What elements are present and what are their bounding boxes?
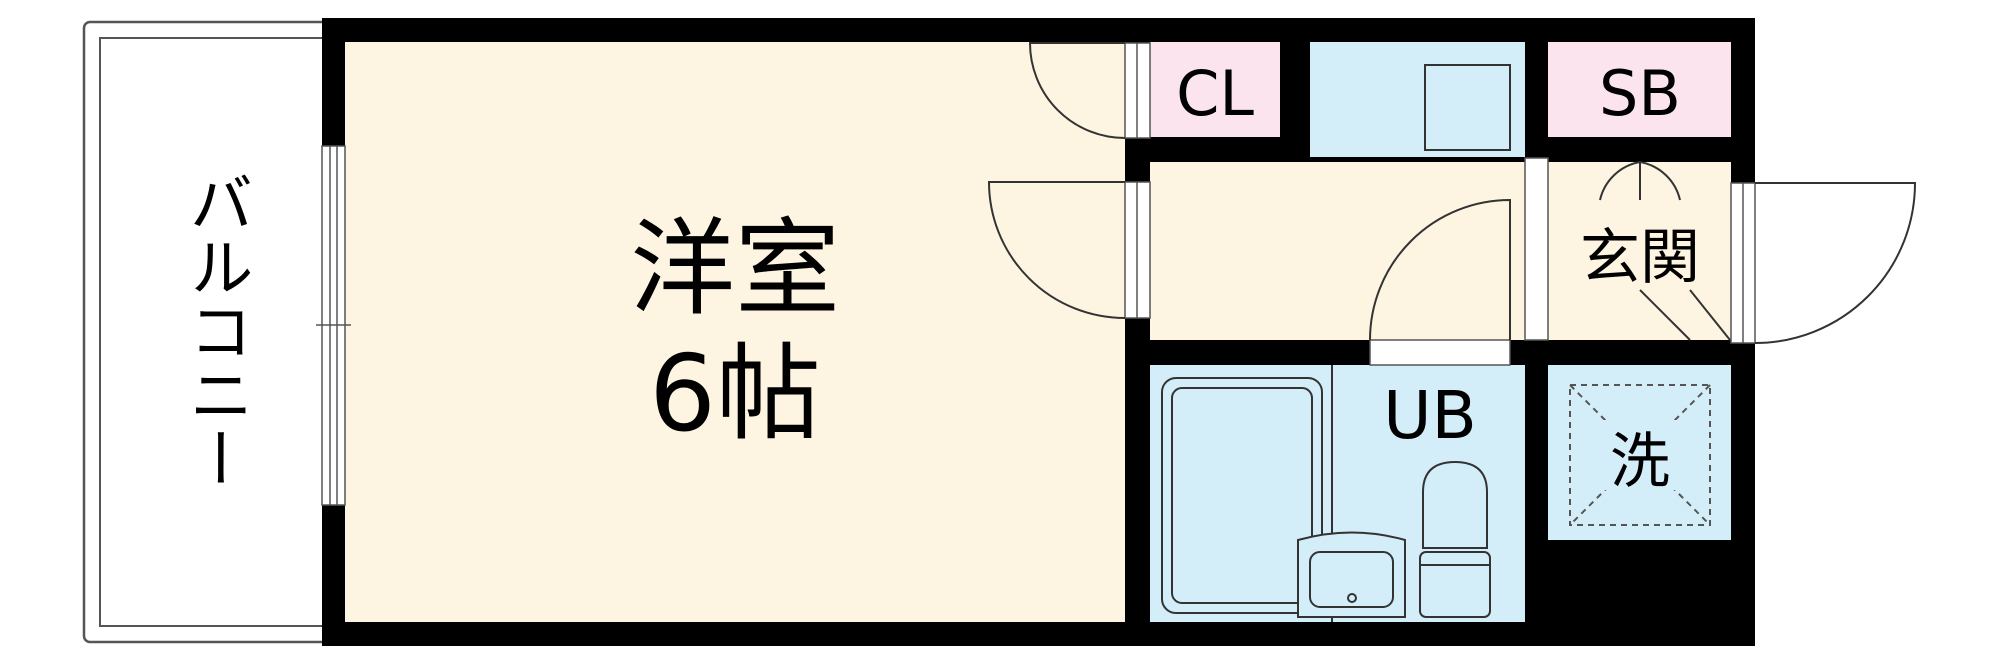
bath-fixtures	[1161, 365, 1491, 622]
entrance-step-a	[1639, 289, 1691, 341]
wall-kitchen-bottom	[1310, 157, 1525, 162]
room-name-shoebox: SB	[1599, 57, 1681, 130]
shoebox-door-swing-a	[1599, 161, 1641, 201]
shoebox-floor	[1548, 42, 1731, 137]
room-name-laundry: 洗	[1610, 427, 1670, 497]
wall-shoebox-bottom	[1548, 137, 1731, 162]
room-name-entrance: 玄関	[1580, 223, 1700, 293]
room-size-western: 6帖	[649, 333, 821, 455]
kitchen-sink	[1424, 64, 1511, 151]
bathtub	[1161, 377, 1323, 614]
wall-top	[322, 18, 1755, 42]
bathtub-inner	[1171, 387, 1313, 604]
room-name-bath: UB	[1383, 377, 1477, 454]
wall-hall-bottom-right	[1510, 340, 1755, 365]
western-room-floor	[345, 42, 1125, 622]
wall-closet-right	[1280, 18, 1310, 162]
wall-divider-1	[1525, 18, 1548, 158]
room-name-closet: CL	[1176, 57, 1254, 130]
wall-mid-vertical-3	[1125, 318, 1150, 646]
wall-mid-vertical-1	[1125, 18, 1150, 43]
laundry-pan	[1569, 384, 1711, 526]
entrance-step-b	[1689, 289, 1731, 341]
door-swings	[987, 42, 1917, 344]
wall-laundry-bottom	[1548, 540, 1755, 646]
entrance-door-swing	[1754, 182, 1917, 344]
bath-door-swing	[1369, 198, 1511, 341]
jamb-lines	[1136, 43, 1744, 343]
room-door-swing	[987, 181, 1126, 319]
wall-right-upper	[1731, 18, 1755, 183]
wall-hall-bottom-left	[1125, 340, 1370, 365]
walls	[322, 18, 1755, 646]
wall-divider-2	[1525, 340, 1548, 646]
wall-left-lower	[322, 505, 345, 646]
closet-floor	[1150, 42, 1280, 137]
wall-bottom	[322, 622, 1755, 646]
closet-door-swing	[1028, 42, 1126, 139]
wall-left-upper	[322, 18, 345, 146]
washbasin	[1297, 531, 1406, 618]
hallway-floor	[1150, 162, 1530, 342]
room-name-western: 洋室	[630, 208, 840, 330]
toilet-bowl	[1422, 460, 1488, 549]
wall-closet-bottom	[1125, 137, 1310, 162]
balcony-window	[316, 145, 351, 506]
room-name-balcony: バルコニー	[178, 170, 252, 490]
kitchen-floor	[1310, 42, 1525, 157]
toilet-tank	[1419, 551, 1491, 618]
shoebox-door-swing-b	[1639, 161, 1681, 201]
